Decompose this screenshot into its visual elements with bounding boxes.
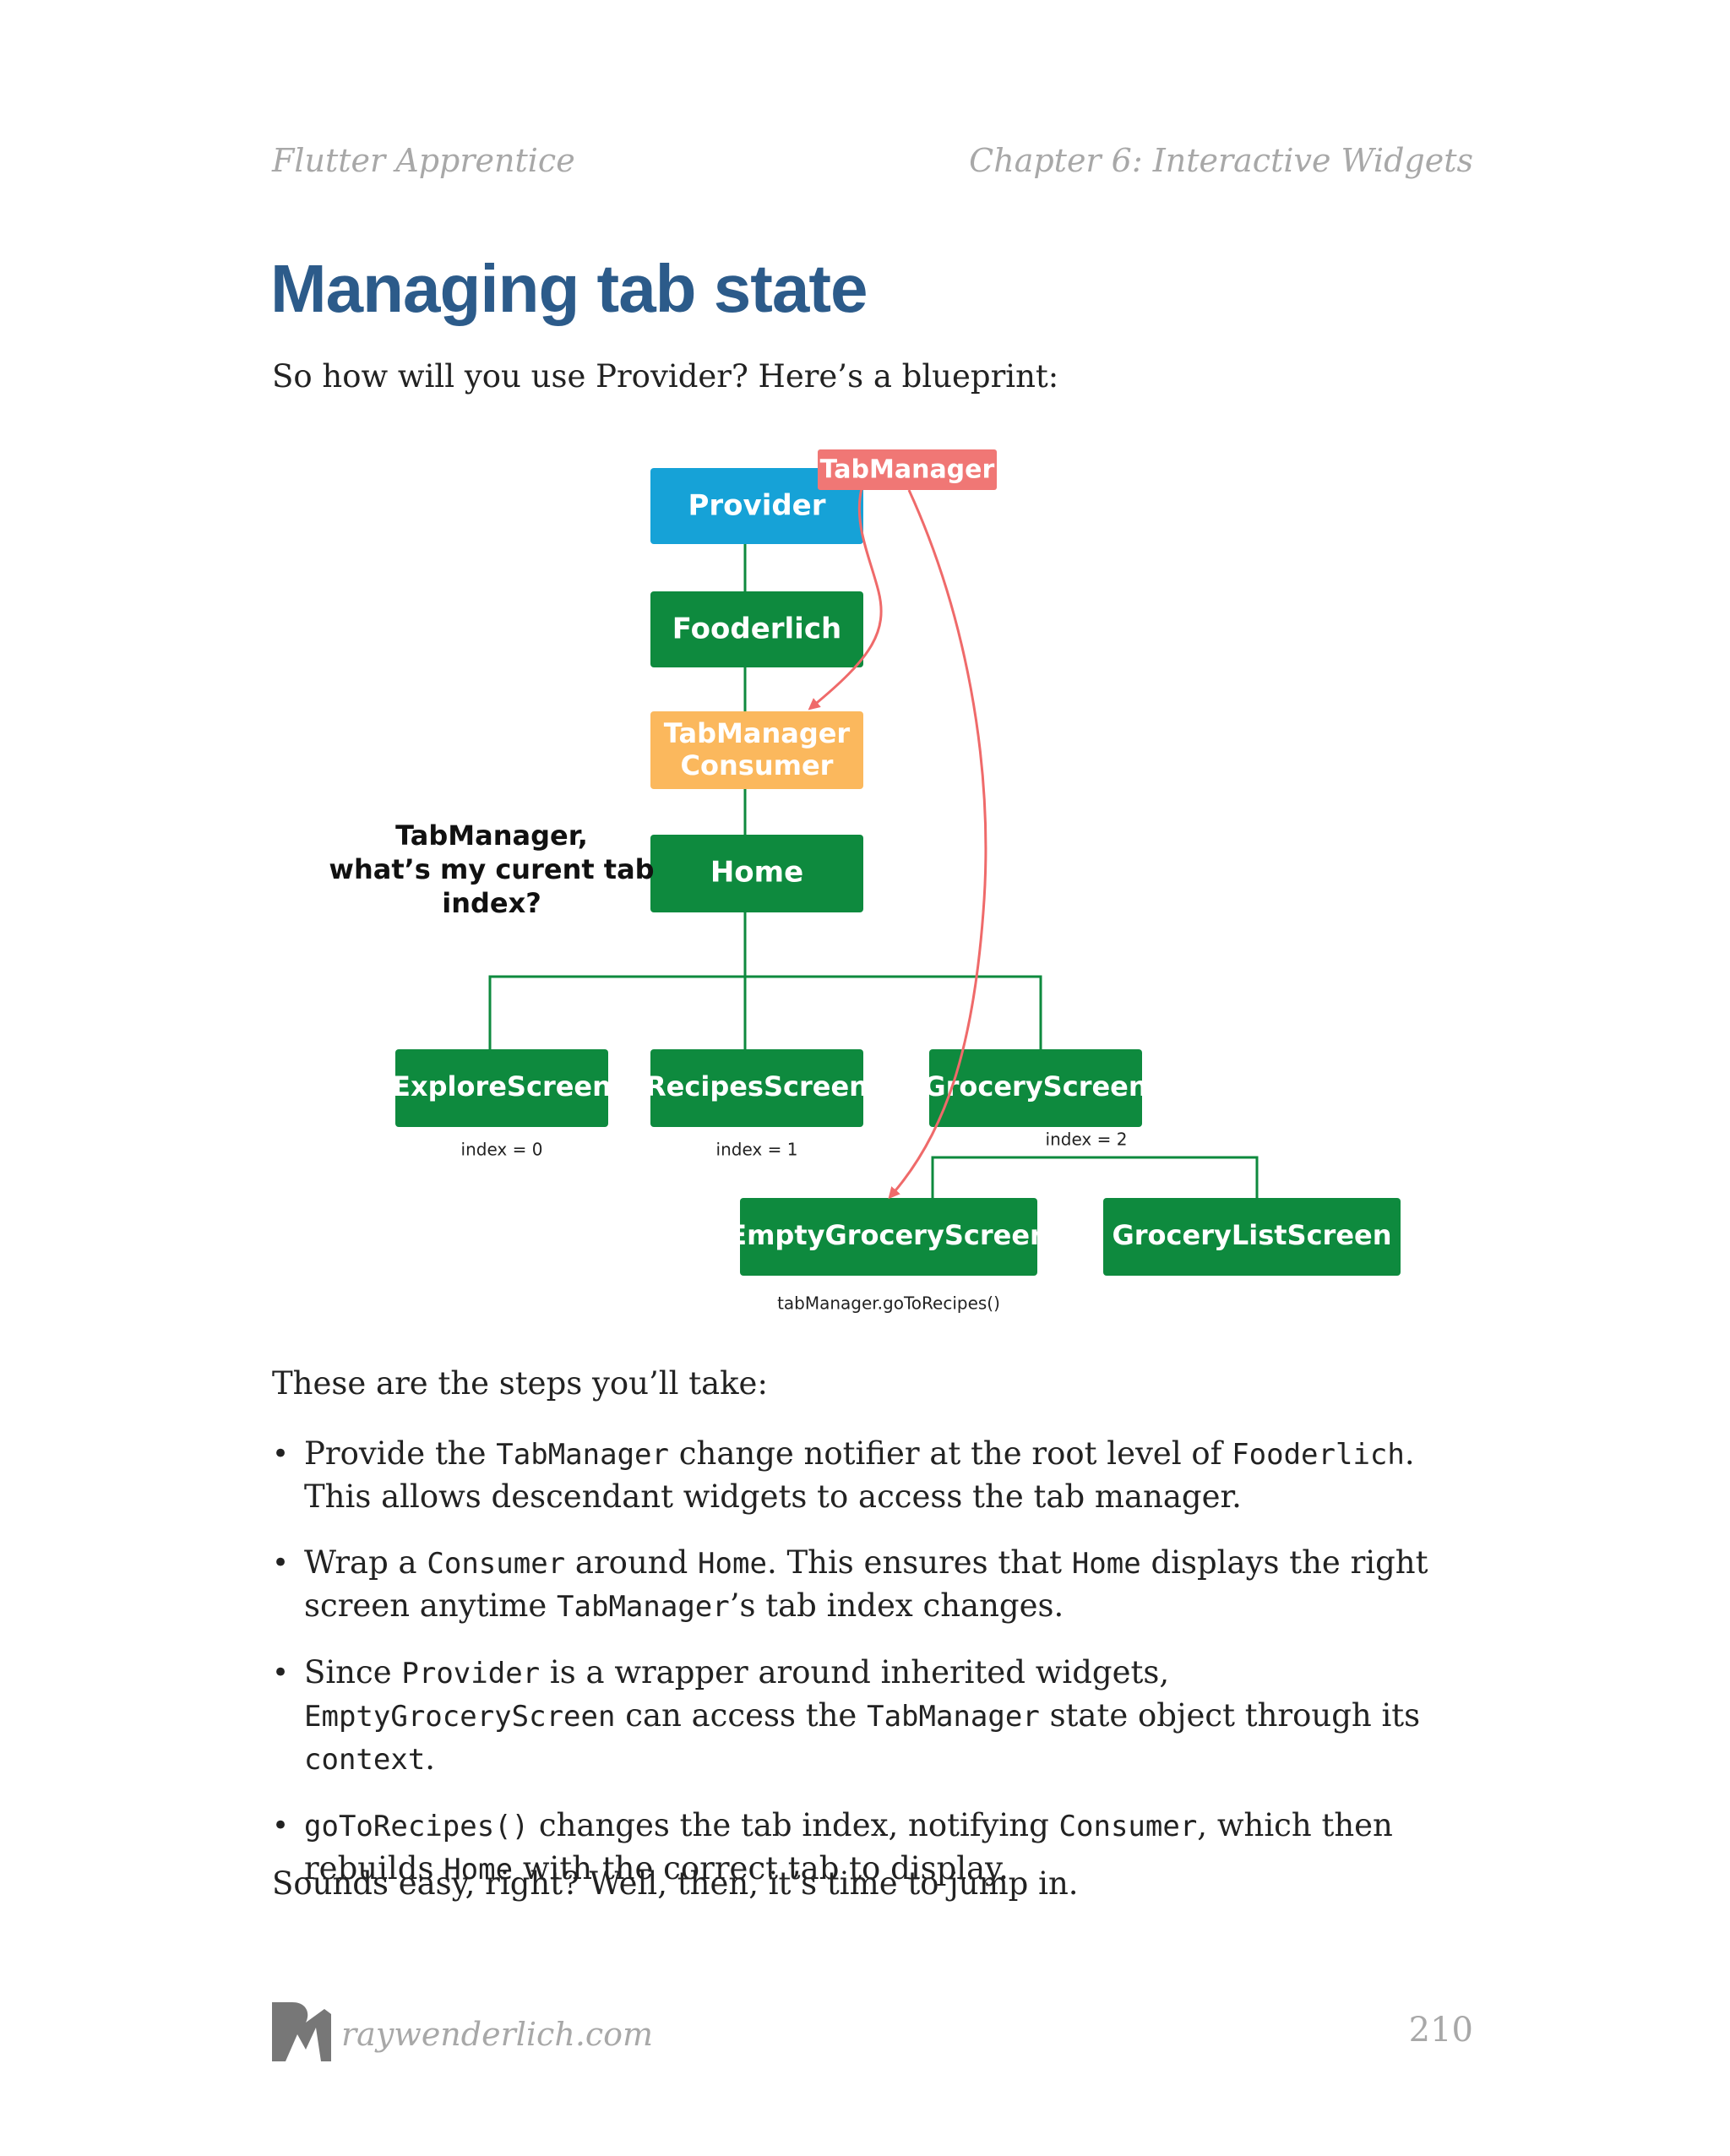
step-3-code-2: EmptyGroceryScreen (304, 1700, 616, 1734)
book-title: Flutter Apprentice (272, 142, 575, 179)
tree-connectors (488, 542, 1259, 1198)
question-line-2: what’s my curent tab (329, 853, 654, 885)
question-line-3: index? (442, 887, 541, 919)
empty-grocery-screen-label: EmptyGroceryScreen (728, 1219, 1049, 1251)
consumer-label-line2: Consumer (681, 749, 834, 781)
go-to-recipes-label: tabManager.goToRecipes() (777, 1293, 1000, 1314)
step-1-text-1: Provide the (304, 1435, 497, 1472)
intro-paragraph: So how will you use Provider? Here’s a b… (272, 358, 1059, 395)
section-title: Managing tab state (270, 251, 868, 326)
grocery-list-screen-node: GroceryListScreen (1103, 1198, 1401, 1276)
explore-index-label: index = 0 (461, 1140, 543, 1160)
step-3-text-1: Since (304, 1654, 402, 1690)
grocery-screen-label: GroceryScreen (923, 1070, 1147, 1102)
step-4-text-3: with the correct tab to display. (513, 1850, 1009, 1886)
arrow-to-empty-grocery (888, 489, 987, 1200)
question-line-1: TabManager, (395, 819, 588, 852)
outro-paragraph: Sounds easy, right? Well, then, it’s tim… (272, 1865, 1079, 1902)
empty-grocery-screen-node: EmptyGroceryScreen (728, 1198, 1049, 1276)
page-number: 210 (1408, 2011, 1473, 2050)
explore-screen-label: ExploreScreen (392, 1070, 612, 1102)
step-3-code-1: Provider (401, 1657, 541, 1690)
step-4-text-2: , which then rebuilds (304, 1807, 1393, 1886)
step-2-text-1: Wrap a (304, 1544, 427, 1581)
step-item-3: Since Provider is a wrapper around inher… (272, 1652, 1472, 1781)
consumer-node: TabManager Consumer (650, 711, 863, 789)
raywenderlich-logo-icon (272, 2002, 331, 2061)
tab-manager-label: TabManager (820, 455, 995, 485)
grocery-list-screen-label: GroceryListScreen (1112, 1219, 1391, 1251)
steps-list: Provide the TabManager change notifier a… (272, 1433, 1472, 1914)
consumer-label-line1: TabManager (664, 717, 851, 749)
step-3-code-3: TabManager (867, 1700, 1040, 1734)
tab-manager-badge: TabManager (818, 449, 997, 490)
step-4-text-1: changes the tab index, notifying (529, 1807, 1059, 1843)
recipes-screen-node: RecipesScreen (645, 1049, 868, 1127)
step-3-text-4: state object through its (1039, 1697, 1421, 1734)
footer-site-link[interactable]: raywenderlich.com (341, 2016, 654, 2053)
step-2-text-2: around (565, 1544, 699, 1581)
step-2-code-3: Home (1071, 1547, 1141, 1581)
recipes-screen-label: RecipesScreen (645, 1070, 868, 1102)
recipes-index-label: index = 1 (716, 1140, 798, 1160)
provider-label: Provider (688, 489, 825, 523)
grocery-index-label: index = 2 (1046, 1130, 1128, 1150)
chapter-title: Chapter 6: Interactive Widgets (969, 142, 1473, 179)
fooderlich-label: Fooderlich (672, 612, 841, 646)
step-4-code-3: Home (443, 1853, 514, 1886)
step-2-text-3: . This ensures that (766, 1544, 1072, 1581)
step-3-text-5: . (425, 1740, 436, 1777)
arrow-to-consumer (808, 487, 883, 710)
step-2-code-1: Consumer (427, 1547, 566, 1581)
step-4-code-1: goToRecipes() (304, 1810, 530, 1843)
step-2-text-4: displays the right screen anytime (304, 1544, 1428, 1624)
home-node: Home (650, 835, 863, 912)
step-item-4: goToRecipes() changes the tab index, not… (272, 1805, 1472, 1891)
step-1-code-2: Fooderlich (1232, 1438, 1405, 1472)
step-item-1: Provide the TabManager change notifier a… (272, 1433, 1472, 1518)
explore-screen-node: ExploreScreen (392, 1049, 612, 1127)
home-label: Home (710, 856, 803, 890)
step-item-2: Wrap a Consumer around Home. This ensure… (272, 1542, 1472, 1628)
step-3-text-2: is a wrapper around inherited widgets, (540, 1654, 1170, 1690)
step-2-text-5: ’s tab index changes. (729, 1587, 1064, 1624)
grocery-screen-node: GroceryScreen (923, 1049, 1148, 1127)
fooderlich-node: Fooderlich (650, 591, 863, 667)
provider-node: Provider (650, 468, 863, 544)
step-2-code-4: TabManager (557, 1590, 730, 1624)
step-1-code-1: TabManager (496, 1438, 669, 1472)
step-3-code-4: context (304, 1743, 426, 1777)
step-1-text-3: . This allows descendant widgets to acce… (304, 1435, 1415, 1515)
step-1-text-2: change notifier at the root level of (669, 1435, 1232, 1472)
widget-tree-diagram: Provider Fooderlich TabManager Consumer … (329, 449, 1401, 1314)
question-callout: TabManager, what’s my curent tab index? (329, 819, 654, 919)
step-3-text-3: can access the (615, 1697, 868, 1734)
steps-intro: These are the steps you’ll take: (272, 1365, 768, 1402)
step-4-code-2: Consumer (1058, 1810, 1198, 1843)
step-2-code-2: Home (698, 1547, 767, 1581)
